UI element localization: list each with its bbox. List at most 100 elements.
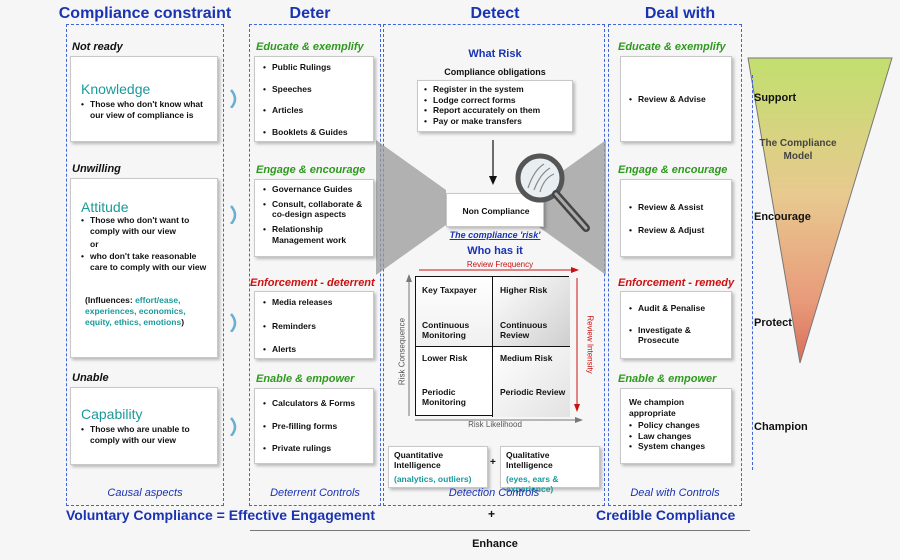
header-detect: Detect	[470, 5, 520, 22]
header-deal-with: Deal with	[644, 5, 716, 22]
risk-likelihood-label: Risk Likelihood	[468, 420, 522, 429]
deter-educate-heading: Educate & exemplify	[256, 41, 364, 53]
footer-deal-with-controls: Deal with Controls	[630, 487, 720, 499]
non-compliance-label: Non Compliance	[462, 206, 530, 216]
deter-enforce-item: Reminders	[263, 321, 371, 332]
dealwith-enable-intro: We champion appropriate	[629, 397, 685, 418]
column-deal-with	[608, 24, 742, 506]
quadrant-continuous-monitoring: Continuous Monitoring	[422, 320, 470, 341]
dealwith-engage-list: Review & Assist Review & Adjust	[629, 202, 729, 235]
deter-engage-list: Governance Guides Consult, collaborate &…	[263, 184, 371, 245]
model-separator	[752, 75, 753, 470]
risk-consequence-label: Risk Consequence	[397, 317, 407, 386]
review-frequency-label: Review Frequency	[466, 260, 534, 269]
obligation-item: Pay or make transfers	[424, 116, 572, 127]
quantitative-detail: (analytics, outliers)	[394, 474, 472, 484]
obligation-item: Lodge correct forms	[424, 95, 572, 106]
deter-engage-item: Consult, collaborate & co-design aspects	[263, 199, 371, 220]
attitude-item: Those who don't want to comply with our …	[81, 215, 213, 236]
deter-educate-item: Articles	[263, 105, 373, 116]
compliance-risk-label: The compliance 'risk'	[449, 230, 541, 240]
dealwith-enforce-item: Investigate & Prosecute	[629, 325, 709, 346]
footer-deterrent-controls: Deterrent Controls	[270, 487, 360, 499]
obligation-item: Report accurately on them	[424, 105, 572, 116]
deter-enable-list: Calculators & Forms Pre-filling forms Pr…	[263, 398, 371, 454]
bottom-plus: +	[488, 507, 496, 521]
deter-educate-item: Public Rulings	[263, 62, 373, 73]
deter-enforce-item: Alerts	[263, 344, 371, 355]
magnifying-glass-icon	[515, 153, 590, 232]
quantitative-intelligence-card: Quantitative Intelligence (analytics, ou…	[388, 446, 488, 488]
down-arrow-icon	[489, 140, 497, 185]
review-intensity-label: Review Intensity	[585, 315, 595, 374]
quadrant-lower-risk	[416, 347, 493, 417]
dealwith-engage-item: Review & Assist	[629, 202, 729, 213]
knowledge-item: Those who don't know what our view of co…	[81, 99, 211, 120]
attitude-or: or	[90, 239, 99, 249]
capability-title: Capability	[81, 406, 143, 422]
chevron-right-icon	[230, 89, 237, 108]
influences-text: effort/ease, experiences, economics, equ…	[85, 295, 186, 328]
deter-engage-item: Relationship Management work	[263, 224, 371, 245]
header-deter: Deter	[289, 5, 331, 22]
capability-item: Those who are unable to comply with our …	[81, 424, 211, 445]
compliance-model-triangle	[747, 57, 893, 364]
dealwith-enforce-item: Audit & Penalise	[629, 303, 729, 314]
attitude-item: who don't take reasonable care to comply…	[81, 251, 213, 272]
dealwith-enable-card: We champion appropriate Policy changes L…	[620, 388, 732, 464]
influences: (Influences: effort/ease, experiences, e…	[85, 295, 211, 328]
knowledge-list: Those who don't know what our view of co…	[81, 99, 211, 120]
credible-compliance-label: Credible Compliance	[596, 507, 736, 523]
dealwith-educate-heading: Educate & exemplify	[618, 41, 726, 53]
qualitative-title: Qualitative Intelligence	[506, 450, 553, 471]
voluntary-compliance-label: Voluntary Compliance = Effective Engagem…	[66, 507, 375, 523]
dealwith-enforce-card: Audit & Penalise Investigate & Prosecute	[620, 291, 732, 359]
attitude-list-2: who don't take reasonable care to comply…	[81, 251, 213, 272]
obligation-item: Register in the system	[424, 84, 572, 95]
deter-enforce-list: Media releases Reminders Alerts	[263, 297, 371, 355]
dealwith-engage-item: Review & Adjust	[629, 225, 729, 236]
dealwith-engage-card: Review & Assist Review & Adjust	[620, 179, 732, 257]
obligations-card: Register in the system Lodge correct for…	[417, 80, 573, 132]
compliance-model-title: The Compliance Model	[759, 138, 837, 162]
dealwith-educate-item: Review & Advise	[629, 94, 729, 105]
risk-matrix-axes	[406, 267, 583, 423]
what-risk-title: What Risk	[468, 48, 522, 60]
deter-enforce-heading: Enforcement - deterrent	[250, 277, 375, 289]
dealwith-engage-heading: Engage & encourage	[618, 164, 728, 176]
influences-label: (Influences:	[85, 295, 133, 305]
quadrant-medium-risk	[493, 347, 570, 417]
quadrant-key-taxpayer	[416, 277, 493, 347]
model-support-label: Support	[754, 92, 797, 104]
deter-enforce-item: Media releases	[263, 297, 371, 308]
enhance-label: Enhance	[472, 538, 518, 550]
label-not-ready: Not ready	[72, 41, 123, 53]
knowledge-card: Knowledge Those who don't know what our …	[70, 56, 218, 142]
dealwith-enable-list: Policy changes Law changes System change…	[629, 420, 729, 452]
influences-close: )	[181, 317, 185, 328]
footer-detection-controls: Detection Controls	[448, 487, 540, 499]
label-unable: Unable	[72, 372, 109, 384]
dealwith-enable-item: System changes	[629, 441, 729, 452]
column-compliance-constraint	[66, 24, 224, 506]
compliance-obligations-title: Compliance obligations	[444, 67, 546, 77]
deter-engage-heading: Engage & encourage	[256, 164, 366, 176]
capability-card: Capability Those who are unable to compl…	[70, 387, 218, 465]
quadrant-key-taxpayer-label: Key Taxpayer	[422, 285, 477, 295]
deter-enable-card: Calculators & Forms Pre-filling forms Pr…	[254, 388, 374, 464]
quantitative-title: Quantitative Intelligence	[394, 450, 444, 471]
quadrant-lower-risk-label: Lower Risk	[422, 353, 468, 363]
who-has-it-title: Who has it	[467, 245, 523, 257]
quadrant-higher-risk-label: Higher Risk	[500, 285, 548, 295]
deter-educate-item: Booklets & Guides	[263, 127, 373, 138]
intelligence-plus: +	[490, 457, 496, 468]
deter-enable-heading: Enable & empower	[256, 373, 355, 385]
deter-enable-item: Calculators & Forms	[263, 398, 371, 409]
quadrant-medium-risk-label: Medium Risk	[500, 353, 553, 363]
quadrant-continuous-review: Continuous Review	[500, 320, 548, 341]
chevron-right-icon	[230, 313, 237, 332]
attitude-list: Those who don't want to comply with our …	[81, 215, 213, 236]
knowledge-title: Knowledge	[81, 81, 151, 97]
attitude-card: Attitude Those who don't want to comply …	[70, 178, 218, 358]
deter-enable-item: Private rulings	[263, 443, 371, 454]
